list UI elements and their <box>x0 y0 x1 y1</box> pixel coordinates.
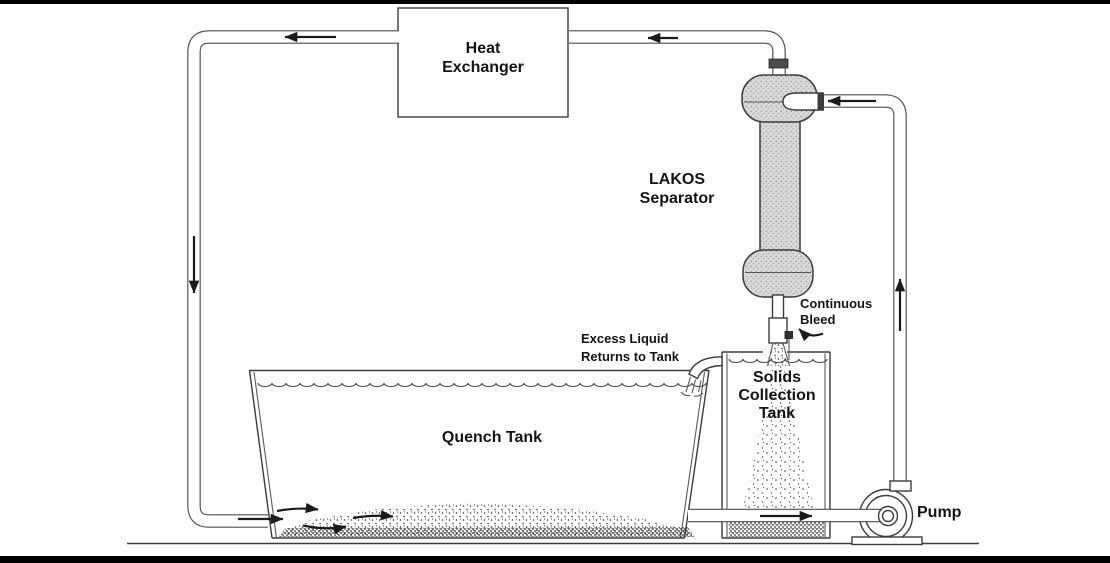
pump-eye <box>877 505 899 527</box>
quench-tank-left-wall <box>248 370 273 539</box>
continuous-bleed-label-line2: Bleed <box>800 312 835 327</box>
bleed-valve <box>768 317 788 344</box>
excess-liquid-label-line2: Returns to Tank <box>581 349 680 364</box>
overflow-spout <box>680 356 723 397</box>
pump-base <box>851 536 923 546</box>
flow-arrows <box>188 31 906 535</box>
frame-bottom-bar <box>0 556 1110 563</box>
quench-tank <box>248 369 710 539</box>
separator-bulb <box>742 249 814 298</box>
pouring-water-stream <box>685 376 702 394</box>
splash-marks <box>680 391 704 397</box>
pump-discharge-flange <box>889 480 912 492</box>
separator-label-line2: Separator <box>640 190 715 207</box>
continuous-bleed-label-line1: Continuous <box>800 296 872 311</box>
separator-purge-stub <box>771 294 785 320</box>
flow-arrow-continuous-bleed <box>798 328 824 342</box>
flow-arrow-tank-2 <box>276 502 319 514</box>
quench-water-surface <box>257 382 707 388</box>
quench-tank-right-wall-inner <box>679 371 706 539</box>
solids-falling-particles <box>749 362 808 482</box>
labels: Heat Exchanger LAKOS Separator Continuou… <box>442 40 962 521</box>
heat-exchanger-label-line1: Heat <box>466 40 501 57</box>
return-pipe <box>188 31 399 527</box>
bleed-stream-edges <box>766 342 791 367</box>
separator-outlet-flange <box>768 58 789 69</box>
pump-eye-inner <box>881 509 895 523</box>
separator-label-line1: LAKOS <box>649 171 705 188</box>
heat-exchanger-box <box>397 7 569 118</box>
separator-tangential-inlet <box>782 92 824 111</box>
separator-barrel <box>759 119 801 254</box>
solids-tank-label-line1: Solids <box>753 369 801 386</box>
frame-top-bar <box>0 0 1110 4</box>
pump-discharge-riser-pipe <box>824 95 906 492</box>
quench-tank-sediment-dense <box>278 527 694 537</box>
lakos-separator <box>741 58 824 367</box>
flow-arrow-tank-4 <box>352 510 394 521</box>
separator-inlet-connector <box>817 92 824 111</box>
flow-arrow-tank-3 <box>302 523 347 535</box>
heat-exchanger-label-line2: Exchanger <box>442 59 524 76</box>
solids-tank-label-line3: Tank <box>759 405 795 422</box>
separator-outlet-pipe <box>569 31 785 78</box>
bleed-valve-handle <box>784 331 793 339</box>
solids-tank-label-line2: Collection <box>738 387 815 404</box>
excess-liquid-label-line1: Excess Liquid <box>581 331 668 346</box>
quench-tank-label: Quench Tank <box>442 429 542 446</box>
pump-label: Pump <box>917 504 962 521</box>
quench-tank-left-wall-inner <box>253 371 278 539</box>
